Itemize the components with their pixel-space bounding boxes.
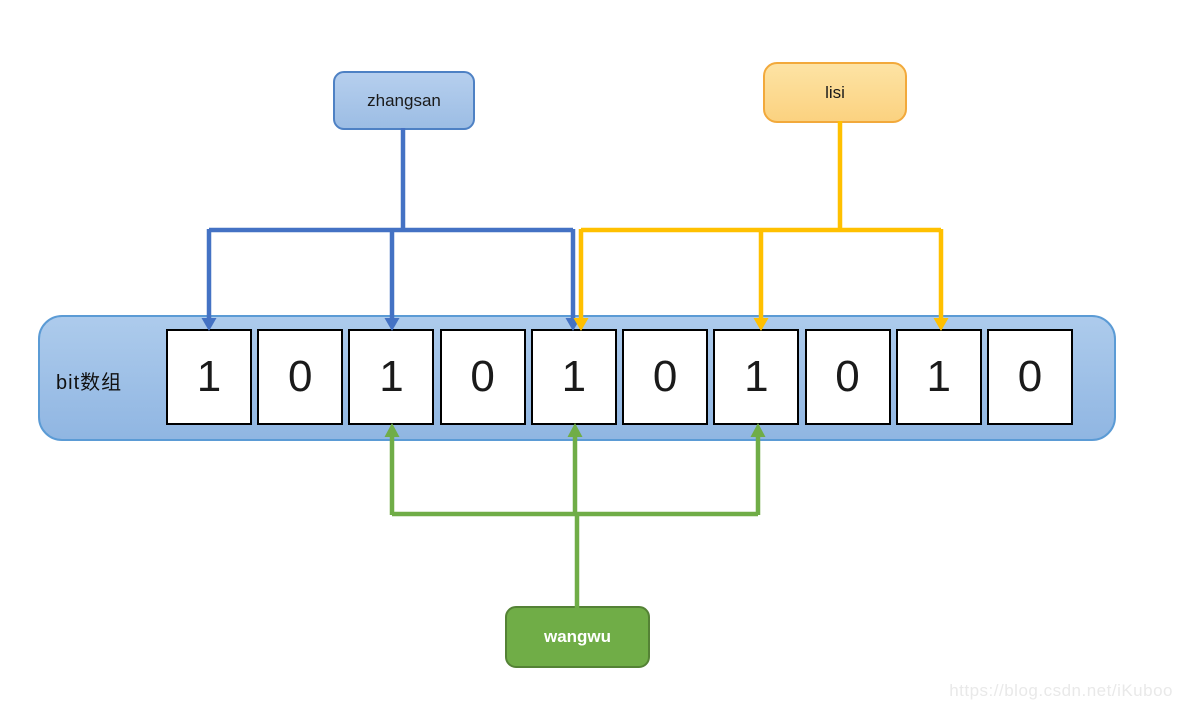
- node-wangwu-label: wangwu: [543, 627, 612, 646]
- watermark-url: https://blog.csdn.net/iKuboo: [949, 681, 1173, 700]
- wangwu-arrow-group: [384, 423, 766, 608]
- zhangsan-arrow-group: [201, 128, 581, 331]
- node-wangwu: wangwu: [505, 606, 650, 668]
- bit-array-cells: 1 0 1 0 1 0 1 0 1 0: [166, 329, 1073, 425]
- node-zhangsan-label: zhangsan: [367, 90, 441, 110]
- bit-cell-3: 0: [439, 329, 526, 425]
- zhangsan-arrow-lines: [206, 128, 576, 319]
- wangwu-arrow-lines: [389, 436, 761, 608]
- bit-cell-7: 0: [804, 329, 891, 425]
- bit-cell-9: 0: [986, 329, 1073, 425]
- bit-cell-4: 1: [530, 329, 617, 425]
- lisi-arrow-lines: [578, 121, 944, 319]
- node-zhangsan: zhangsan: [333, 71, 475, 130]
- bit-cell-5: 0: [622, 329, 709, 425]
- node-lisi-label: lisi: [825, 82, 845, 102]
- bit-cell-1: 0: [257, 329, 344, 425]
- node-lisi: lisi: [763, 62, 907, 123]
- bit-cell-8: 1: [895, 329, 982, 425]
- bit-array-label: bit数组: [56, 372, 123, 394]
- bit-cell-6: 1: [713, 329, 800, 425]
- lisi-arrow-group: [573, 121, 949, 331]
- bit-cell-2: 1: [348, 329, 435, 425]
- bit-cell-0: 1: [166, 329, 252, 425]
